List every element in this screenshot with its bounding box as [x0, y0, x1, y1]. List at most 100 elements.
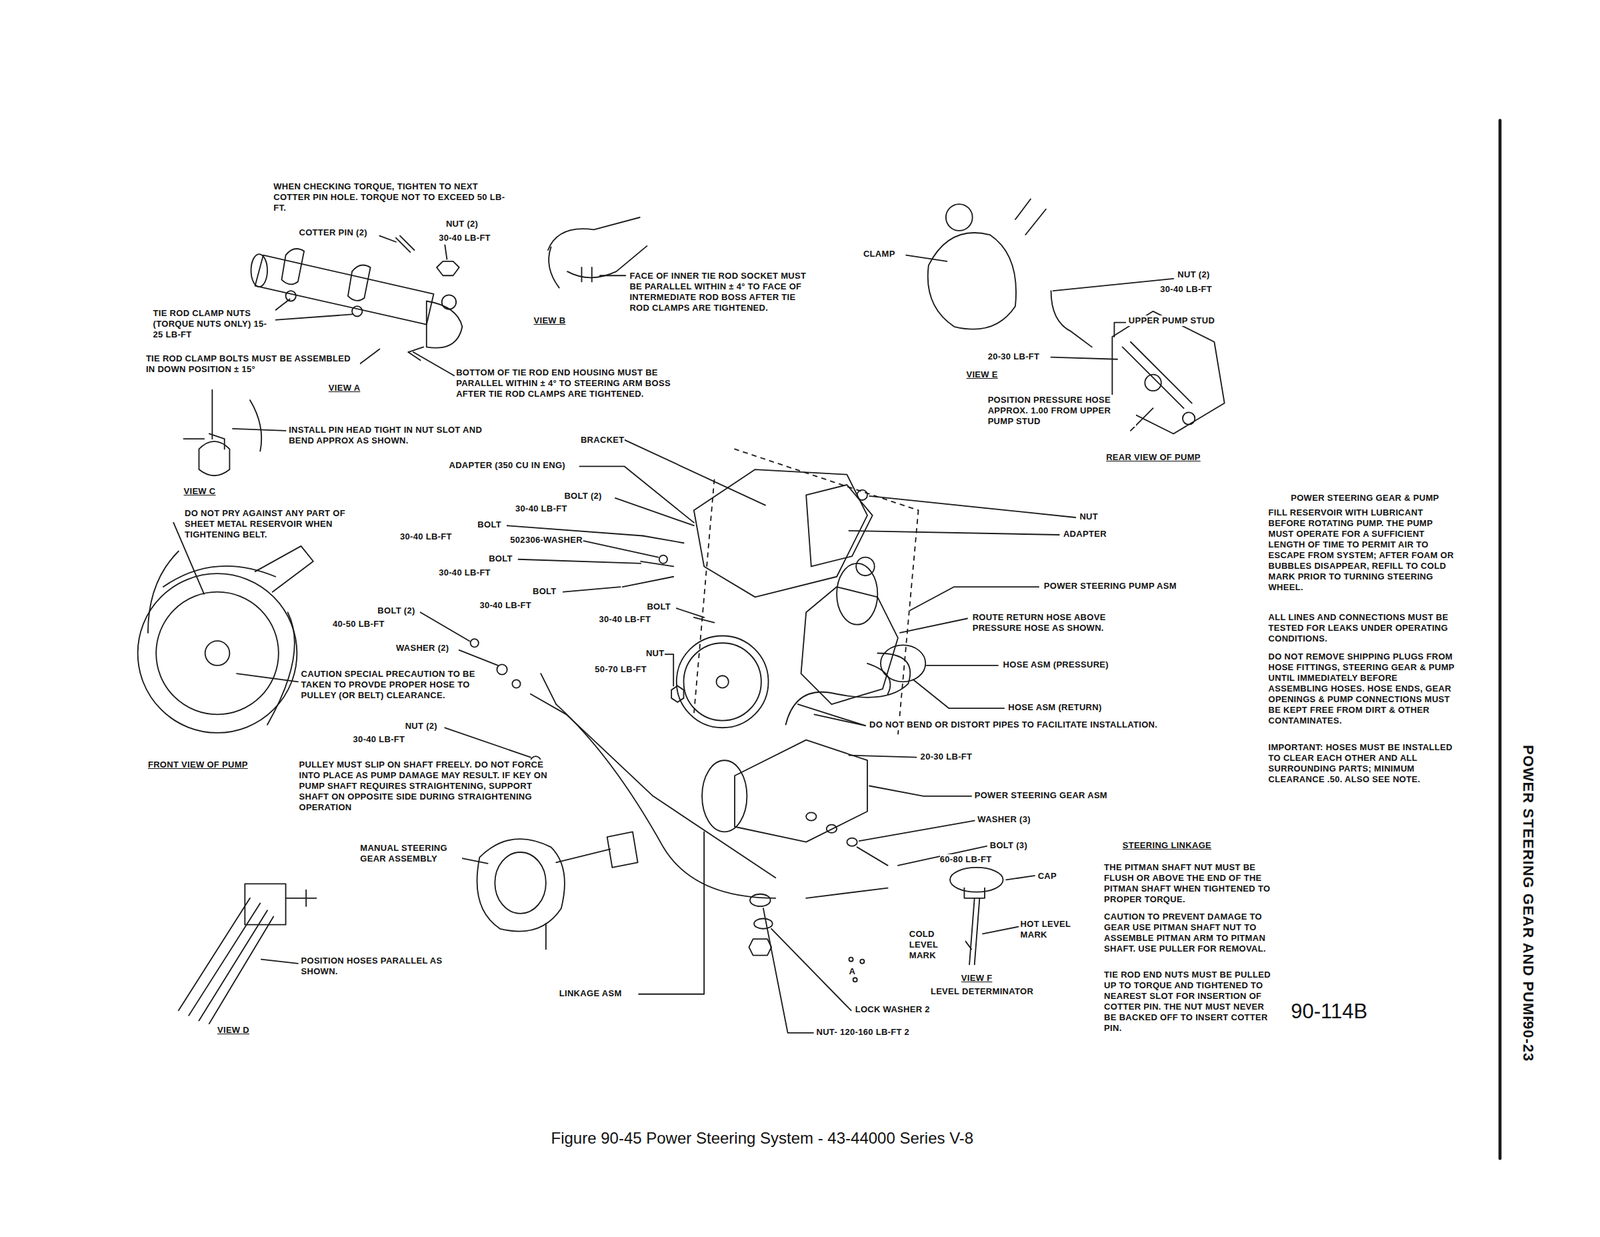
power-steering-pump	[867, 663, 890, 694]
view-title: VIEW D	[217, 1024, 250, 1036]
engine-bracket	[857, 490, 868, 500]
part-name: 502306-WASHER	[510, 534, 583, 546]
note: CAUTION TO PREVENT DAMAGE TO GEAR USE PI…	[1104, 911, 1273, 954]
power-steering-gear	[846, 838, 857, 846]
leader-line	[900, 618, 968, 633]
pulley	[676, 636, 769, 728]
leader-line	[379, 236, 396, 242]
leader-line	[413, 352, 454, 376]
leader-line	[267, 314, 352, 320]
part-name: WASHER (2)	[396, 642, 450, 654]
power-steering-gear	[748, 938, 772, 955]
leader-line	[444, 727, 531, 757]
figure-number: 90-114B	[1290, 1000, 1368, 1023]
note: THE PITMAN SHAFT NUT MUST BE FLUSH OR AB…	[1104, 862, 1273, 905]
note: FILL RESERVOIR WITH LUBRICANT BEFORE ROT…	[1268, 507, 1458, 593]
part-name: MANUAL STEERING GEAR ASSEMBLY	[360, 842, 462, 864]
view-a-tie-rod	[255, 255, 434, 325]
view-title: VIEW F	[961, 972, 993, 984]
part-name: NUT	[1079, 511, 1098, 522]
leader-line	[261, 959, 298, 964]
pump-front-view	[138, 573, 298, 733]
part-name: LOCK WASHER 2	[855, 1004, 930, 1015]
leader-line	[859, 820, 975, 842]
leader-line	[913, 679, 1004, 708]
power-steering-gear	[806, 812, 816, 820]
manual-steering-gear	[477, 831, 638, 949]
pump-front-view	[255, 546, 314, 592]
part-name: NUT (2)	[405, 720, 438, 732]
figure-caption: Figure 90-45 Power Steering System - 43-…	[551, 1128, 974, 1148]
note: POSITION PRESSURE HOSE APPROX. 1.00 FROM…	[988, 394, 1136, 427]
view-b-socket	[548, 246, 560, 288]
page-number: 90-23	[1519, 1020, 1537, 1062]
note: DO NOT REMOVE SHIPPING PLUGS FROM HOSE F…	[1268, 651, 1458, 726]
note: BOTTOM OF TIE ROD END HOUSING MUST BE PA…	[456, 367, 686, 400]
part-name: BOLT	[488, 553, 513, 564]
leader-line	[848, 530, 1059, 535]
power-steering-gear	[750, 894, 771, 906]
note: POSITION HOSES PARALLEL AS SHOWN.	[301, 955, 460, 977]
power-steering-gear	[702, 740, 888, 982]
part-name: HOSE ASM (RETURN)	[1008, 702, 1102, 713]
power-steering-gear	[702, 760, 747, 832]
view-a-tie-rod	[442, 294, 456, 309]
leader-line	[910, 586, 1039, 610]
page-rule	[1499, 120, 1501, 1159]
leader-line	[638, 831, 704, 994]
part-name: NUT- 120-160 LB-FT 2	[816, 1026, 910, 1038]
engine-bracket	[659, 555, 668, 564]
torque-value: 40-50 LB-FT	[332, 618, 385, 630]
page-rule	[1498, 120, 1502, 1159]
view-b-socket	[581, 267, 592, 282]
torque-value: 20-30 LB-FT	[988, 351, 1040, 362]
leader-line	[1053, 278, 1174, 291]
part-name: CAP	[1038, 870, 1057, 882]
part-name: LINKAGE ASM	[559, 988, 622, 999]
view-a-tie-rod	[352, 306, 362, 316]
manual-steering-gear	[556, 848, 610, 862]
part-name: COTTER PIN (2)	[298, 227, 367, 238]
pulley	[470, 638, 479, 647]
pump-front-view	[205, 640, 230, 666]
manual-steering-gear	[607, 831, 638, 868]
leader-line	[869, 496, 1076, 518]
note: TIE ROD CLAMP BOLTS MUST BE ASSEMBLED IN…	[146, 353, 360, 375]
part-name: HOSE ASM (PRESSURE)	[1003, 659, 1109, 670]
part-name: COLD LEVEL MARK	[909, 928, 966, 961]
leader-line	[624, 440, 766, 506]
part-name: BOLT	[532, 586, 557, 597]
view-f-dipstick	[964, 888, 985, 898]
leader-line	[676, 608, 704, 618]
leader-line	[869, 786, 972, 796]
view-title: VIEW B	[534, 315, 566, 326]
linkage	[556, 704, 776, 898]
section-heading: POWER STEERING GEAR & PUMP	[1290, 492, 1439, 504]
part-name: LEVEL DETERMINATOR	[930, 986, 1034, 997]
note: CAUTION SPECIAL PRECAUTION TO BE TAKEN T…	[301, 668, 486, 701]
leader-line	[444, 244, 447, 259]
view-d-hoses	[244, 883, 286, 924]
view-title: VIEW E	[966, 369, 998, 380]
manual-steering-gear	[494, 852, 546, 914]
view-a-tie-rod	[281, 248, 304, 284]
pulley	[470, 636, 769, 767]
engine-bracket	[806, 484, 872, 566]
leader-line	[615, 498, 694, 526]
linkage	[530, 673, 888, 898]
part-name: UPPER PUMP STUD	[1128, 315, 1215, 326]
note: WHEN CHECKING TORQUE, TIGHTEN TO NEXT CO…	[273, 181, 514, 214]
part-name: POWER STEERING GEAR ASM	[974, 790, 1108, 801]
view-a-tie-rod	[251, 254, 268, 287]
power-steering-gear	[860, 959, 864, 964]
leader-line	[982, 926, 1019, 934]
torque-value: 30-40 LB-FT	[353, 734, 406, 745]
view-c-cotter-pin	[184, 390, 262, 476]
part-name: NUT	[646, 648, 665, 659]
view-b-socket	[548, 217, 640, 250]
note: DO NOT BEND OR DISTORT PIPES TO FACILITA…	[869, 719, 1158, 730]
section-heading: STEERING LINKAGE	[1122, 840, 1212, 851]
view-title: FRONT VIEW OF PUMP	[148, 759, 248, 770]
manual-steering-gear	[545, 923, 547, 949]
part-name: HOT LEVEL MARK	[1020, 918, 1077, 940]
